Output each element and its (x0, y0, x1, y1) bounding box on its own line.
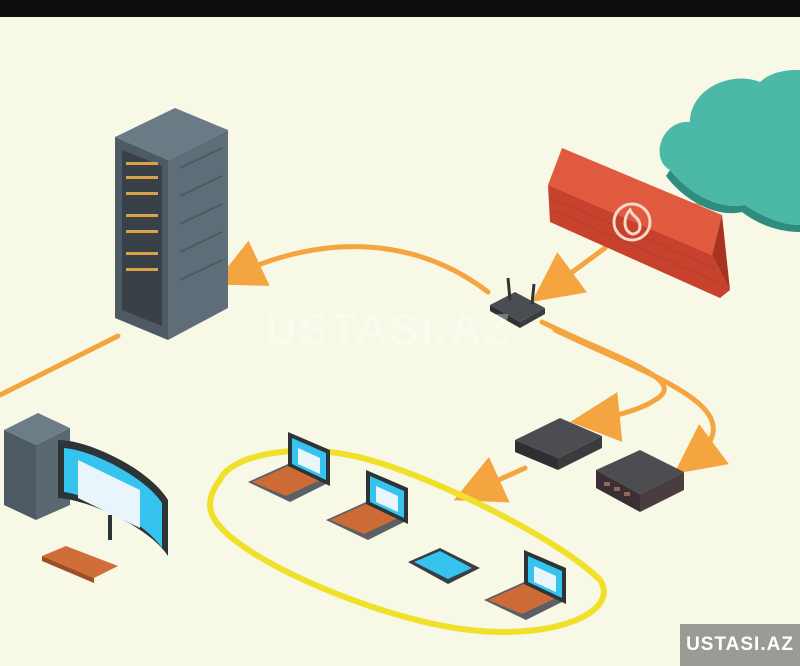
desktop-computer-icon (4, 413, 168, 556)
brand-watermark: USTASI.AZ (680, 624, 800, 666)
server-to-desktop-link (0, 333, 121, 398)
switch-to-laptops-link (453, 456, 528, 503)
device-group-outline (207, 447, 607, 635)
firewall-icon (548, 148, 730, 298)
laptop-icon (326, 470, 408, 540)
laptop-icon (484, 550, 566, 620)
top-bar (0, 0, 800, 17)
brand-watermark-label: USTASI.AZ (686, 634, 794, 655)
switch-icon (596, 450, 684, 512)
watermark-text: USTASI.AZ (265, 305, 512, 354)
switch-icon (515, 418, 602, 470)
firewall-to-router-link (531, 245, 608, 302)
router-to-switch-link-b (552, 327, 729, 474)
laptop-icon (248, 432, 330, 502)
router-to-server-link (213, 240, 491, 295)
server-rack-icon (115, 108, 228, 340)
keyboard-icon (42, 546, 118, 583)
flame-icon (612, 202, 652, 242)
tablet-icon (408, 548, 480, 584)
cloud-icon (659, 69, 800, 232)
router-icon (490, 277, 545, 328)
